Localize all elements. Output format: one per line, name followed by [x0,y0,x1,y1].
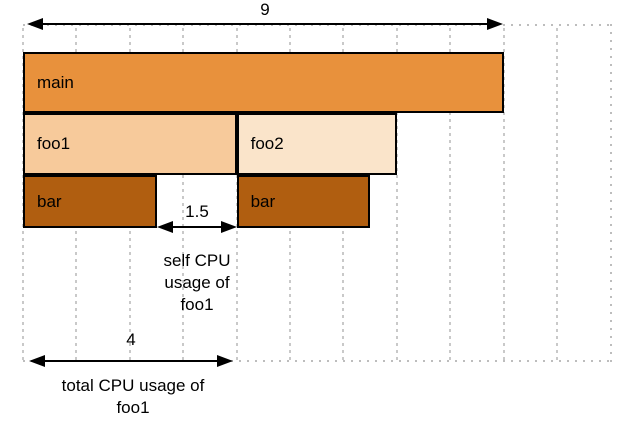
arrow-right-head-icon [487,18,503,30]
arrow-line [43,23,487,25]
bottom-boundary-dotted-line [23,360,611,362]
arrow-line [173,226,221,228]
frame-bar: bar [236,175,371,228]
arrow-line [45,360,217,362]
frame-main: main [23,52,504,113]
gridline [182,28,185,360]
frame-label: bar [250,191,276,211]
self-foo1-arrow [157,220,237,234]
frame-bar: bar [23,175,157,228]
arrow-left-head-icon [27,18,43,30]
arrow-right-head-icon [217,355,233,367]
arrow-left-head-icon [29,355,45,367]
right-boundary-dotted-line [610,24,612,362]
frame-label: foo1 [37,134,71,153]
gridline [449,28,452,360]
frame-foo1: foo1 [23,113,237,175]
total-program-width-arrow [27,17,503,31]
frame-label: main [37,72,74,92]
arrow-right-head-icon [221,221,237,233]
frame-label: foo2 [250,134,284,153]
gridline [502,28,505,360]
gridline [556,28,558,360]
self-foo1-caption: self CPU usage of foo1 [163,251,231,314]
total-program-width-value: 9 [260,0,270,19]
frame-label: bar [37,191,62,211]
frame-foo2: foo2 [236,113,397,175]
total-foo1-caption: total CPU usage of foo1 [61,376,205,417]
gridline [395,28,398,360]
self-foo1-value: 1.5 [185,202,209,221]
total-foo1-value: 4 [126,330,136,349]
arrow-left-head-icon [157,221,173,233]
total-foo1-arrow [29,354,233,368]
top-boundary-dotted-line [23,24,611,26]
